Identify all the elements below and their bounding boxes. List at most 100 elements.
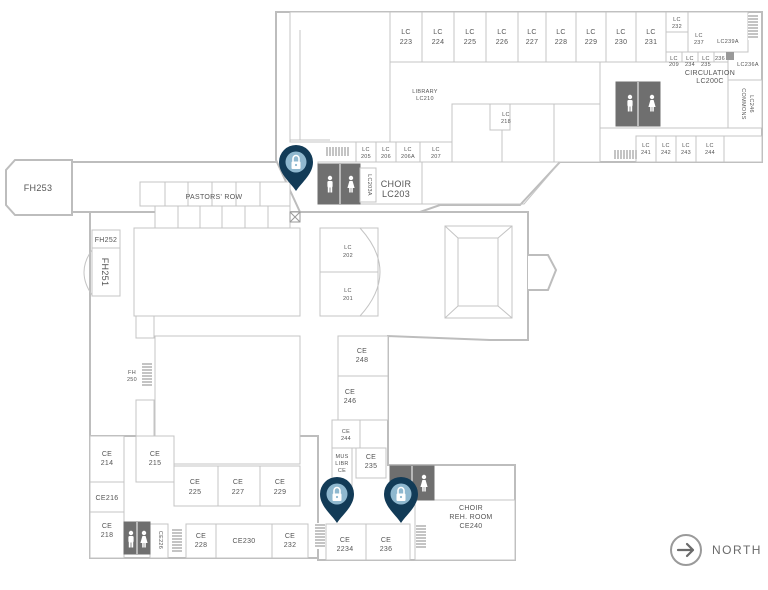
room-label: 206A <box>401 154 415 160</box>
room-label: 231 <box>645 39 658 46</box>
room-label: CE <box>366 454 376 461</box>
room-label: 248 <box>356 357 369 364</box>
room-label: 218 <box>101 532 114 539</box>
room-label: CE <box>102 523 112 530</box>
room-label: 235 <box>365 463 378 470</box>
choir-zone <box>317 161 561 205</box>
stairs-icon <box>171 527 183 555</box>
room-label: 234 <box>685 62 695 68</box>
room-label: 232 <box>672 24 682 30</box>
room-label: LC <box>404 147 412 153</box>
room-label: PASTORS' ROW <box>186 194 243 201</box>
room-label: 226 <box>496 39 509 46</box>
room-label: CHOIR <box>381 179 412 189</box>
room-label: CE <box>102 451 112 458</box>
room-label: LC <box>497 29 507 36</box>
south-wing <box>89 435 516 561</box>
stairs-icon <box>415 523 427 551</box>
room-label: CE <box>357 348 367 355</box>
room-label: 225 <box>464 39 477 46</box>
room-label: MUS <box>335 454 348 460</box>
room-label: LIBR <box>335 461 348 467</box>
room-label: 227 <box>526 39 539 46</box>
stairs-icon <box>324 146 350 157</box>
room-label: 218 <box>501 119 511 125</box>
room-label: 246 <box>344 398 357 405</box>
stairs-icon <box>612 149 638 160</box>
room-label: 227 <box>232 489 245 496</box>
room-label: LC <box>670 56 678 62</box>
room-label: 243 <box>681 150 691 156</box>
room-label: 235 <box>701 62 711 68</box>
stairs-icon <box>747 13 759 41</box>
room-label: LC200C <box>696 78 723 85</box>
mid-hall <box>83 181 558 489</box>
room-label: FH253 <box>24 183 53 193</box>
room-label: LC <box>465 29 475 36</box>
room-label: LC <box>686 56 694 62</box>
room-label: CE230 <box>233 538 256 545</box>
room-label: 244 <box>341 436 351 442</box>
room-label: LC <box>433 29 443 36</box>
room-label: 228 <box>195 542 208 549</box>
room-label: CE <box>345 389 355 396</box>
room-label: CE <box>196 533 206 540</box>
room-label: CE <box>381 537 391 544</box>
room-label: CE216 <box>96 495 119 502</box>
room-label: LC <box>695 33 703 39</box>
room-label: LC <box>646 29 656 36</box>
room-label: 214 <box>101 460 114 467</box>
room-label: CE <box>233 479 243 486</box>
room-label: LC203 <box>382 189 410 199</box>
room-label: 242 <box>661 150 671 156</box>
room-label: 202 <box>343 253 353 259</box>
room-label: LC <box>682 143 690 149</box>
room-label: CE <box>275 479 285 486</box>
room-label: LC <box>556 29 566 36</box>
north-indicator: NORTH <box>670 534 760 566</box>
room-label: CE <box>342 429 350 435</box>
room-label: 205 <box>361 154 371 160</box>
room-label: LC <box>642 143 650 149</box>
room-label: 236 <box>715 56 725 62</box>
room-label: 229 <box>274 489 287 496</box>
room-label: LC <box>527 29 537 36</box>
room-label: 201 <box>343 296 353 302</box>
stairs-icon <box>141 361 153 389</box>
room-label: LC <box>401 29 411 36</box>
room-label: LC203A <box>366 174 372 196</box>
room-label: 225 <box>189 489 202 496</box>
room-label: 223 <box>400 39 413 46</box>
room-label: FH <box>128 370 136 376</box>
room-label: 250 <box>127 377 137 383</box>
room-label: CE <box>338 468 346 474</box>
room-label: 228 <box>555 39 568 46</box>
room-label: 209 <box>669 62 679 68</box>
room-label: CE <box>190 479 200 486</box>
room-label: 232 <box>284 542 297 549</box>
north-block <box>289 11 763 163</box>
room-label: 229 <box>585 39 598 46</box>
room-label: CHOIR <box>459 505 483 512</box>
stairs-icon <box>314 522 326 550</box>
room-label: COMMONS <box>740 88 746 119</box>
room-label: CE <box>285 533 295 540</box>
room-label: CE <box>150 451 160 458</box>
room-label: 215 <box>149 460 162 467</box>
room-label: 237 <box>694 40 704 46</box>
room-label: LC <box>662 143 670 149</box>
room-label: LC <box>382 147 390 153</box>
room-label: LC <box>706 143 714 149</box>
room-label: LC <box>586 29 596 36</box>
room-label: FH252 <box>95 237 118 244</box>
room-label: 207 <box>431 154 441 160</box>
room-label: 206 <box>381 154 391 160</box>
room-label: 241 <box>641 150 651 156</box>
room-label: CE226 <box>157 531 163 549</box>
room-label: CE <box>340 537 350 544</box>
room-label: 230 <box>615 39 628 46</box>
room-labels: FH253 FH252 FH251 FH 250 PASTORS' ROW LC… <box>24 17 759 553</box>
room-label: LC <box>432 147 440 153</box>
room-label: CIRCULATION <box>685 70 735 77</box>
